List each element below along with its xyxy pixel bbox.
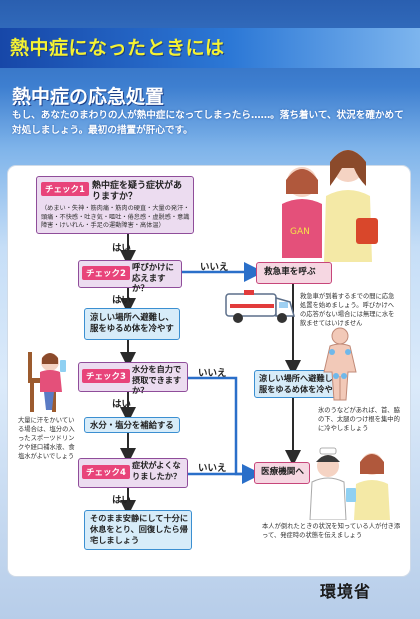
hospital-text: 医療機関へ: [261, 467, 304, 477]
action-rest-box: [84, 510, 192, 550]
check1-title: 熱中症を疑う症状がありますか？: [92, 181, 183, 202]
drink-note: 大量に汗をかいている場合は、塩分の入ったスポーツドリンクや経口補水液、食塩水がよ…: [18, 417, 75, 460]
cool-note: 氷のうなどがあれば、首、脇の下、太腿のつけ根を集中的に冷やしましょう: [318, 407, 400, 432]
check4-badge: チェック4: [82, 465, 130, 479]
action-rest-text: そのまま安静にして十分に休息をとり、回復したら帰宅しましょう: [90, 513, 189, 545]
yes-label-3: はい: [112, 399, 132, 410]
yes-label-4: はい: [112, 495, 132, 506]
check2-title: 呼びかけに応えますか？: [132, 262, 174, 293]
hospital-note: 本人が倒れたときの状況を知っている人が付き添って、発症時の状態を伝えましょう: [262, 523, 401, 539]
no-label-4: いいえ: [198, 463, 227, 474]
yes-label-1: はい: [112, 243, 132, 254]
body-cooling-illustration: [323, 327, 357, 401]
hospital-illustration: [309, 447, 390, 520]
no-label-3: いいえ: [198, 368, 227, 379]
ambulance-note: 救急車が到着するまでの間に応急処置を始めましょう。呼びかけへの応答がない場合には…: [300, 293, 395, 327]
title-banner: [0, 28, 420, 68]
helper-and-girl-illustration: GAN: [282, 150, 378, 262]
no-label-2: いいえ: [200, 262, 229, 273]
ambulance-text: 救急車を呼ぶ: [264, 267, 316, 277]
check3-title: 水分を自力で摂取できますか？: [132, 364, 182, 395]
ambulance-box: [256, 262, 332, 284]
action-cool-box: [84, 308, 180, 340]
girl-drinking-illustration: [28, 352, 66, 412]
section-heading: 熱中症の応急処置: [12, 86, 165, 108]
check1-badge: チェック1: [41, 182, 89, 196]
check2-box: [78, 260, 182, 288]
check3-badge: チェック3: [82, 369, 130, 383]
action-cool-text: 涼しい場所へ避難し、服をゆるめ体を冷やす: [90, 312, 174, 333]
banner-title: 熱中症になったときには: [10, 37, 225, 59]
cool-right-text: 涼しい場所へ避難し、服をゆるめ体を冷やす: [259, 373, 341, 394]
check4-title: 症状がよくなりましたか？: [132, 460, 182, 481]
action-water-text: 水分・塩分を補給する: [90, 420, 174, 430]
action-water-box: [84, 417, 180, 433]
cool-right-box: [254, 370, 346, 398]
check2-badge: チェック2: [82, 266, 130, 280]
hospital-box: [254, 462, 310, 484]
check1-detail: （めまい・失神・筋肉痛・筋肉の硬直・大量の発汗・頭痛・不快感・吐き気・嘔吐・倦怠…: [41, 205, 190, 229]
ministry-name: 環境省: [320, 582, 372, 601]
yes-label-2: はい: [112, 295, 132, 306]
svg-text:GAN: GAN: [290, 227, 310, 237]
intro-text: もし、あなたのまわりの人が熱中症になってしまったら……。落ち着いて、状況を確かめ…: [12, 110, 404, 136]
ambulance-illustration: [225, 290, 295, 323]
